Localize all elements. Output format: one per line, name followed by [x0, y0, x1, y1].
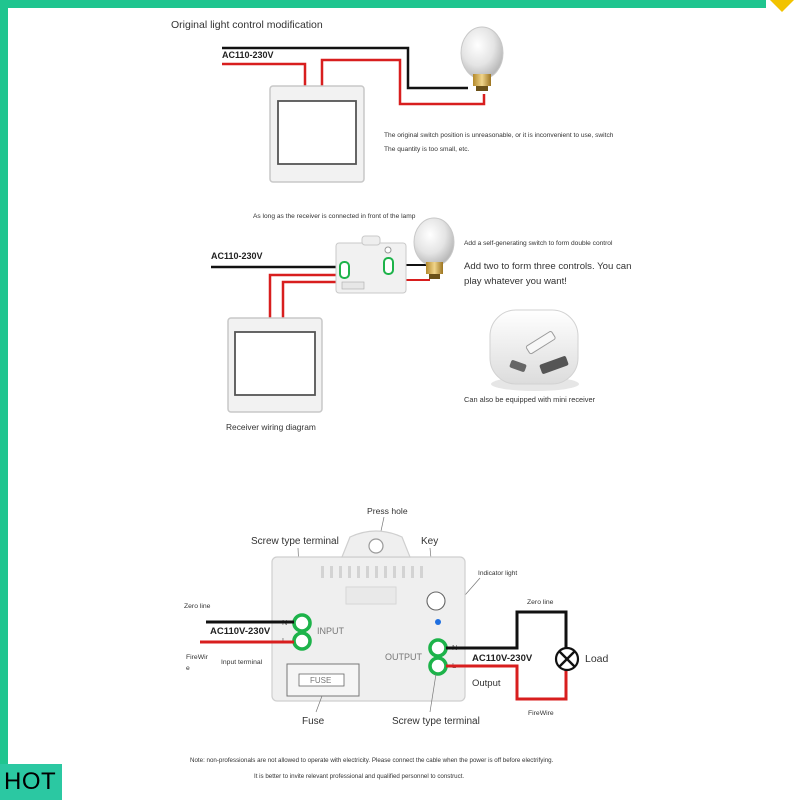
screw-terminal-bottom-pointer — [429, 673, 437, 713]
ac-right-label: AC110V-230V — [472, 653, 533, 664]
output-caption: Output — [472, 678, 501, 689]
output-live-wire — [446, 664, 568, 701]
fuse-label: Fuse — [302, 716, 325, 727]
load-label: Load — [585, 653, 609, 665]
section2-wall-switch — [227, 317, 323, 413]
screw-terminal-top-label: Screw type terminal — [251, 536, 339, 547]
key-label: Key — [421, 536, 438, 547]
indicator-light-label: Indicator light — [478, 570, 517, 577]
firewire-left-line2: e — [186, 665, 190, 672]
section1-voltage-label: AC110-230V — [222, 50, 274, 60]
section2-note-large-line1: Add two to form three controls. You can — [464, 261, 631, 272]
vent-slots — [321, 566, 423, 578]
indicator-light — [435, 619, 441, 625]
main-receiver — [271, 530, 466, 702]
ac-left-label: AC110V-230V — [210, 626, 271, 637]
section1-wall-switch — [269, 85, 365, 183]
section2-bulb — [413, 217, 455, 279]
fuse-box-label: FUSE — [310, 676, 331, 685]
load-lamp-icon — [554, 646, 580, 672]
output-neutral-wire — [446, 610, 568, 650]
top-border — [0, 0, 800, 8]
section1-live-wire — [222, 62, 307, 88]
footer-note-line1: Note: non-professionals are not allowed … — [190, 757, 554, 764]
section2-live-wire — [268, 273, 338, 320]
input-label: INPUT — [317, 626, 345, 636]
section2-note-small: Add a self-generating switch to form dou… — [464, 240, 613, 247]
section1-bulb — [460, 26, 504, 91]
mini-receiver-image — [489, 309, 579, 391]
hot-badge: HOT — [0, 764, 62, 800]
receiver-wiring-caption: Receiver wiring diagram — [226, 422, 316, 432]
zero-line-left-label: Zero line — [184, 603, 211, 610]
press-hole-label: Press hole — [367, 506, 408, 516]
section2-receiver — [335, 235, 407, 294]
mini-receiver-caption: Can also be equipped with mini receiver — [464, 395, 596, 404]
section1-title: Original light control modification — [171, 19, 323, 31]
section2-caption: As long as the receiver is connected in … — [253, 213, 416, 220]
section1-neutral-wire — [222, 46, 468, 90]
fuse-pointer — [315, 695, 323, 713]
section1-note-line2: The quantity is too small, etc. — [384, 146, 470, 153]
output-label: OUTPUT — [385, 652, 423, 662]
corner-ribbon-icon — [770, 0, 794, 12]
press-hole — [368, 538, 384, 554]
footer-note-line2: It is better to invite relevant professi… — [254, 773, 464, 780]
left-border — [0, 0, 8, 800]
zero-line-right-label: Zero line — [527, 599, 554, 606]
section2-note-large-line2: play whatever you want! — [464, 276, 567, 287]
section1-note-line1: The original switch position is unreason… — [384, 132, 614, 139]
screw-terminal-bottom-label: Screw type terminal — [392, 716, 480, 727]
section2-voltage-label: AC110-230V — [211, 251, 263, 261]
section2-switch-wire — [281, 280, 338, 320]
key-button — [426, 591, 446, 611]
firewire-left-line1: FireWir — [186, 654, 209, 661]
section1-switch-wire — [320, 58, 486, 106]
firewire-right-label: FireWire — [528, 710, 554, 717]
input-terminal-label: Input terminal — [221, 659, 263, 666]
